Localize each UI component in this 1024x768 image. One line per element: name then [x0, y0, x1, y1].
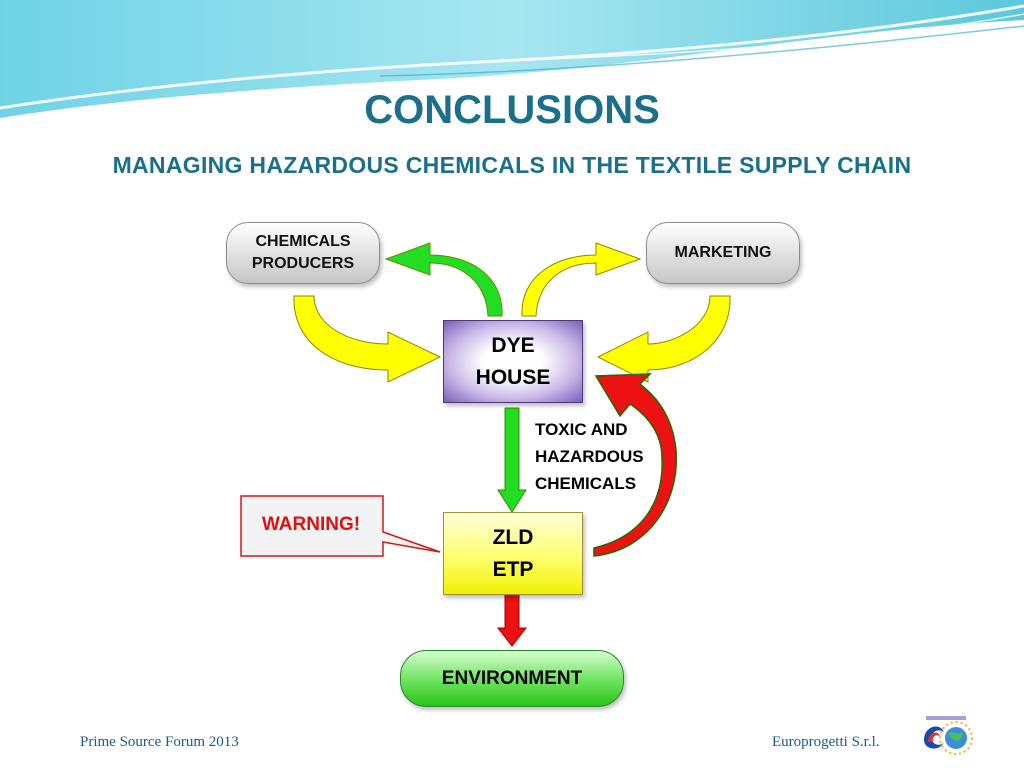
toxic-chemicals-label: TOXIC AND HAZARDOUS CHEMICALS	[535, 416, 644, 498]
footer-event: Prime Source Forum 2013	[80, 734, 239, 750]
toxic-line3: CHEMICALS	[535, 474, 637, 494]
toxic-line1: TOXIC AND	[535, 420, 628, 439]
dye-house-line2: HOUSE	[475, 365, 551, 389]
arrow-producers-to-dye	[293, 295, 442, 383]
marketing-label: MARKETING	[674, 243, 772, 261]
company-logo-icon	[924, 716, 973, 755]
footer-company: Europrogetti S.r.l.	[772, 734, 880, 750]
chemicals-producers-line2: PRODUCERS	[251, 255, 355, 272]
environment-label: ENVIRONMENT	[441, 667, 583, 689]
zld-etp-line2: ETP	[492, 557, 534, 581]
node-environment: ENVIRONMENT	[400, 650, 624, 707]
node-zld-etp: ZLD ETP	[443, 512, 583, 595]
node-marketing: MARKETING	[646, 222, 800, 284]
arrow-marketing-to-dye	[596, 295, 731, 383]
node-dye-house: DYE HOUSE	[443, 320, 583, 403]
wave-background	[0, 0, 1024, 118]
warning-callout-shape	[240, 495, 441, 557]
zld-etp-line1: ZLD	[492, 526, 534, 549]
arrow-zld-return-to-dye	[593, 373, 678, 557]
arrow-zld-to-environment	[496, 593, 528, 647]
node-chemicals-producers: CHEMICALS PRODUCERS	[226, 222, 380, 284]
toxic-line2: HAZARDOUS	[535, 447, 644, 467]
warning-label: WARNING!	[261, 514, 361, 535]
slide-subtitle: MANAGING HAZARDOUS CHEMICALS IN THE TEXT…	[112, 152, 912, 178]
slide-title: CONCLUSIONS	[364, 88, 660, 132]
dye-house-line1: DYE	[491, 334, 535, 357]
arrow-dye-to-marketing	[521, 242, 642, 317]
arrow-dye-to-producers	[384, 242, 503, 317]
arrow-dye-to-zld	[497, 407, 527, 513]
chemicals-producers-line1: CHEMICALS	[255, 232, 351, 250]
